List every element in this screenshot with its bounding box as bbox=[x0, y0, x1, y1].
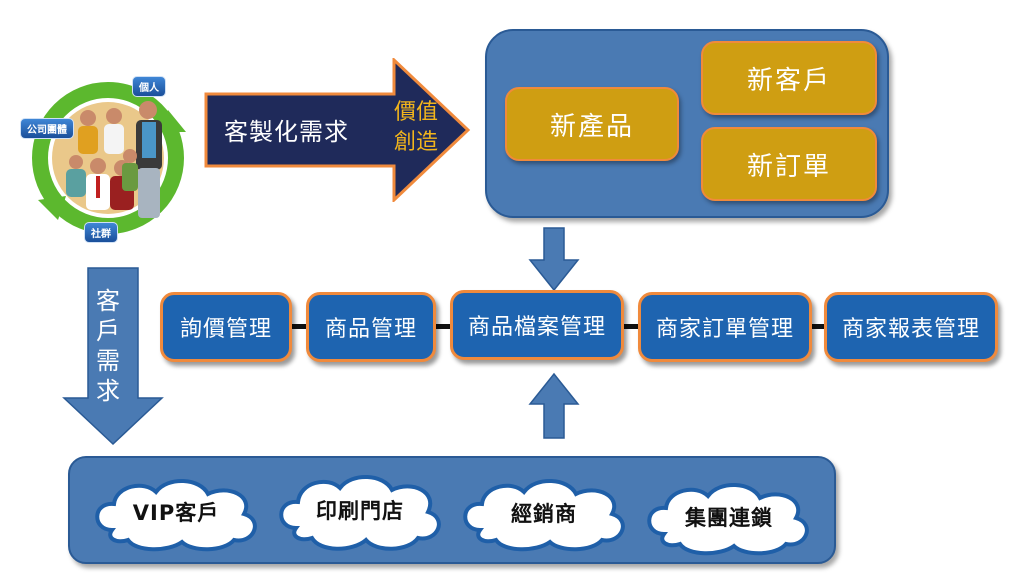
cloud-icon bbox=[463, 478, 625, 552]
customer-demand-arrow bbox=[62, 267, 164, 446]
tag-community: 社群 bbox=[84, 222, 118, 243]
value-label-line2: 創造 bbox=[393, 130, 438, 155]
tag-company-group: 公司團體 bbox=[20, 118, 74, 139]
customer-demand-label: 客戶需求 bbox=[88, 286, 128, 406]
cloud-icon bbox=[647, 482, 809, 556]
vip-customer-label: VIP客戶 bbox=[132, 501, 220, 525]
connector-line bbox=[290, 324, 310, 329]
print-store-label: 印刷門店 bbox=[316, 499, 404, 523]
cloud-icon bbox=[279, 474, 441, 551]
process-inquiry-management[interactable]: 詢價管理 bbox=[160, 292, 292, 362]
new-order-box: 新訂單 bbox=[701, 127, 877, 201]
connector-line bbox=[620, 324, 640, 329]
arrow-down-icon bbox=[528, 227, 580, 292]
distributor-label: 經銷商 bbox=[511, 502, 577, 526]
recycle-arrows-icon bbox=[32, 82, 186, 234]
outcomes-panel: 新產品 新客戶 新訂單 bbox=[485, 29, 889, 218]
cloud-group-chain: 集團連鎖 bbox=[640, 476, 818, 558]
tag-individual: 個人 bbox=[132, 76, 166, 97]
cloud-distributor: 經銷商 bbox=[456, 472, 632, 554]
value-label-line1: 價值 bbox=[393, 100, 438, 125]
cloud-icon bbox=[95, 478, 257, 552]
process-product-file-management[interactable]: 商品檔案管理 bbox=[450, 290, 624, 360]
new-product-box: 新產品 bbox=[505, 87, 679, 161]
customer-cycle-graphic: 個人 公司團體 社群 bbox=[18, 70, 198, 243]
customer-demand-text: 客戶需求 bbox=[96, 287, 120, 405]
process-product-management[interactable]: 商品管理 bbox=[306, 292, 436, 362]
connector-line bbox=[808, 324, 826, 329]
cloud-vip-customer: VIP客戶 bbox=[88, 472, 264, 552]
people-icon bbox=[66, 101, 162, 218]
value-creation-arrow bbox=[204, 58, 471, 202]
arrow-up-icon bbox=[528, 372, 580, 439]
value-creation-label: 價值 創造 bbox=[386, 98, 446, 158]
process-merchant-order-management[interactable]: 商家訂單管理 bbox=[638, 292, 812, 362]
group-chain-label: 集團連鎖 bbox=[685, 506, 773, 530]
connector-line bbox=[430, 324, 452, 329]
new-customer-box: 新客戶 bbox=[701, 41, 877, 115]
customers-panel: VIP客戶 印刷門店 經銷商 集團連鎖 bbox=[68, 456, 836, 564]
custom-demand-label: 客製化需求 bbox=[224, 118, 349, 146]
process-merchant-report-management[interactable]: 商家報表管理 bbox=[824, 292, 998, 362]
cloud-print-store: 印刷門店 bbox=[272, 468, 448, 552]
